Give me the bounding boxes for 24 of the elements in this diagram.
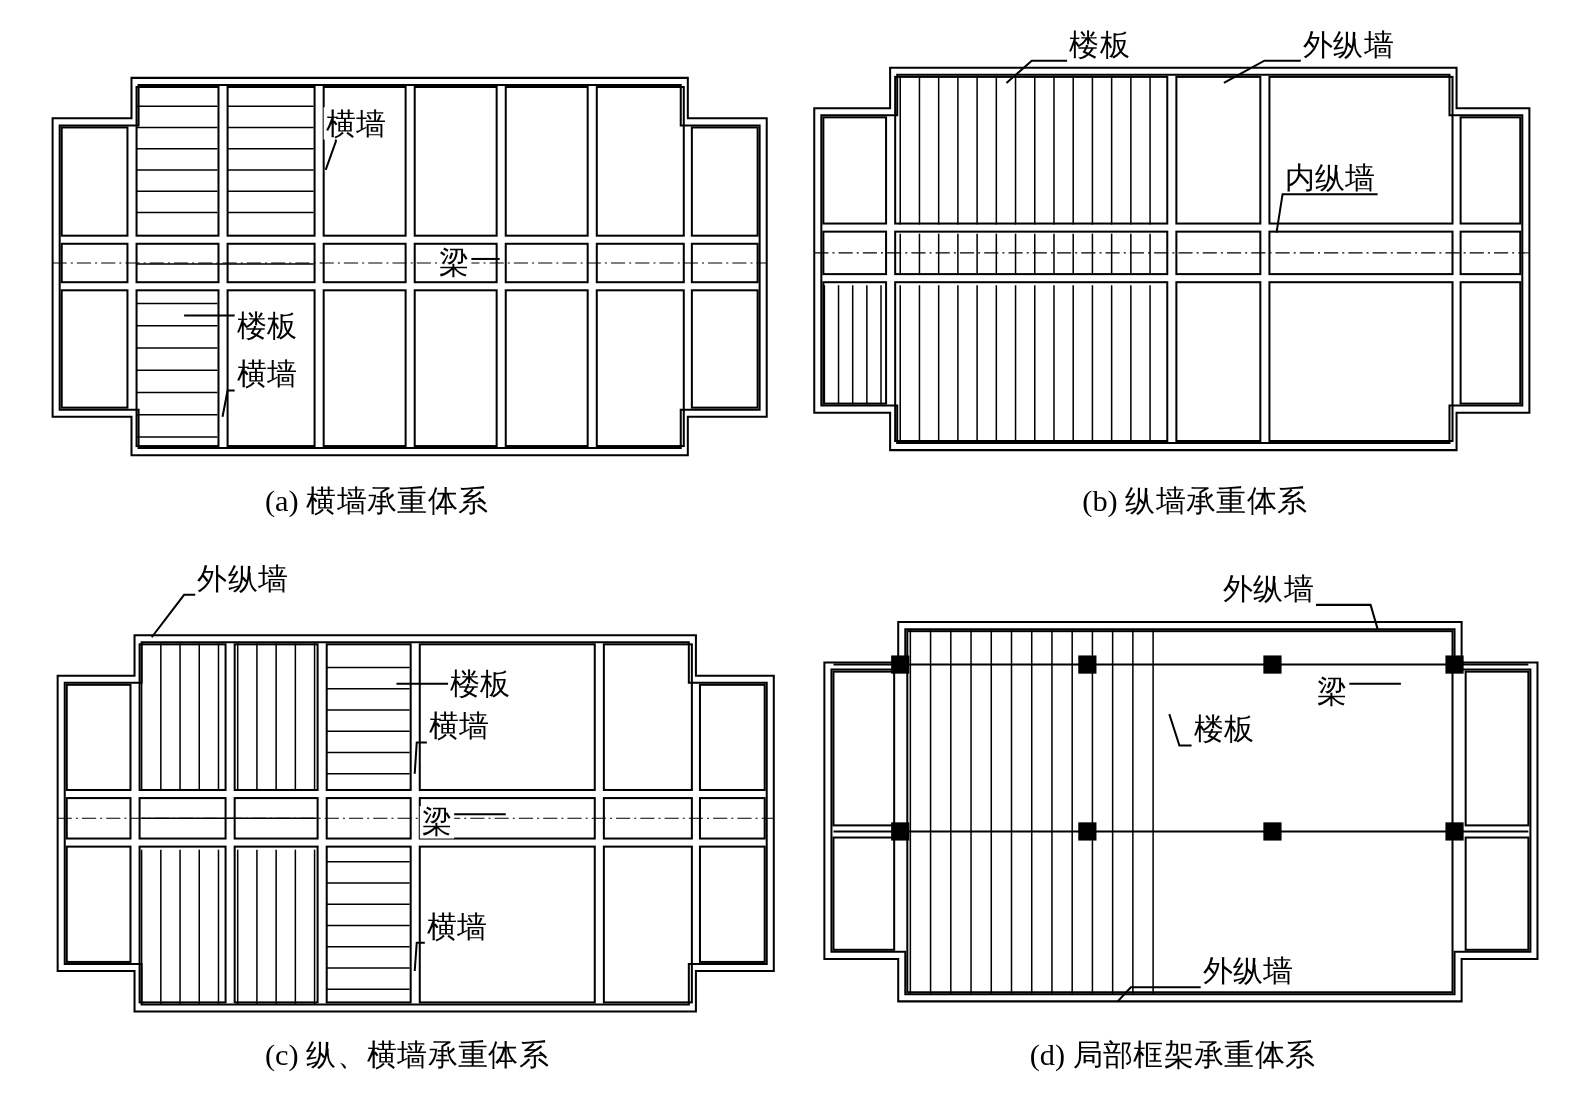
leader-line <box>454 813 506 816</box>
leader-line <box>471 257 500 260</box>
leader-line <box>1116 986 1201 1003</box>
figure-caption: (c) 纵、横墙承重体系 <box>265 1037 550 1073</box>
part-label: 外纵墙 <box>1220 572 1316 605</box>
leader-line <box>413 741 427 774</box>
part-label: 楼板 <box>1067 28 1132 61</box>
leader-line <box>221 389 235 417</box>
part-label: 梁 <box>419 806 455 839</box>
part-label: 外纵墙 <box>1300 28 1396 61</box>
leader-line <box>1315 603 1379 630</box>
leader-line <box>1223 59 1301 84</box>
figure-caption: (a) 横墙承重体系 <box>265 483 489 518</box>
figure-caption: (d) 局部框架承重体系 <box>1029 1037 1316 1073</box>
leader-line <box>324 139 337 171</box>
figure-caption: (b) 纵墙承重体系 <box>1082 483 1308 518</box>
leader-line <box>396 682 449 685</box>
leader-line <box>1349 682 1401 685</box>
leader-line <box>150 593 196 638</box>
leader-line <box>1275 193 1378 233</box>
leader-line <box>1168 713 1192 747</box>
leader-line <box>184 314 235 317</box>
leader-line <box>413 941 425 972</box>
leader-line <box>1005 59 1068 84</box>
